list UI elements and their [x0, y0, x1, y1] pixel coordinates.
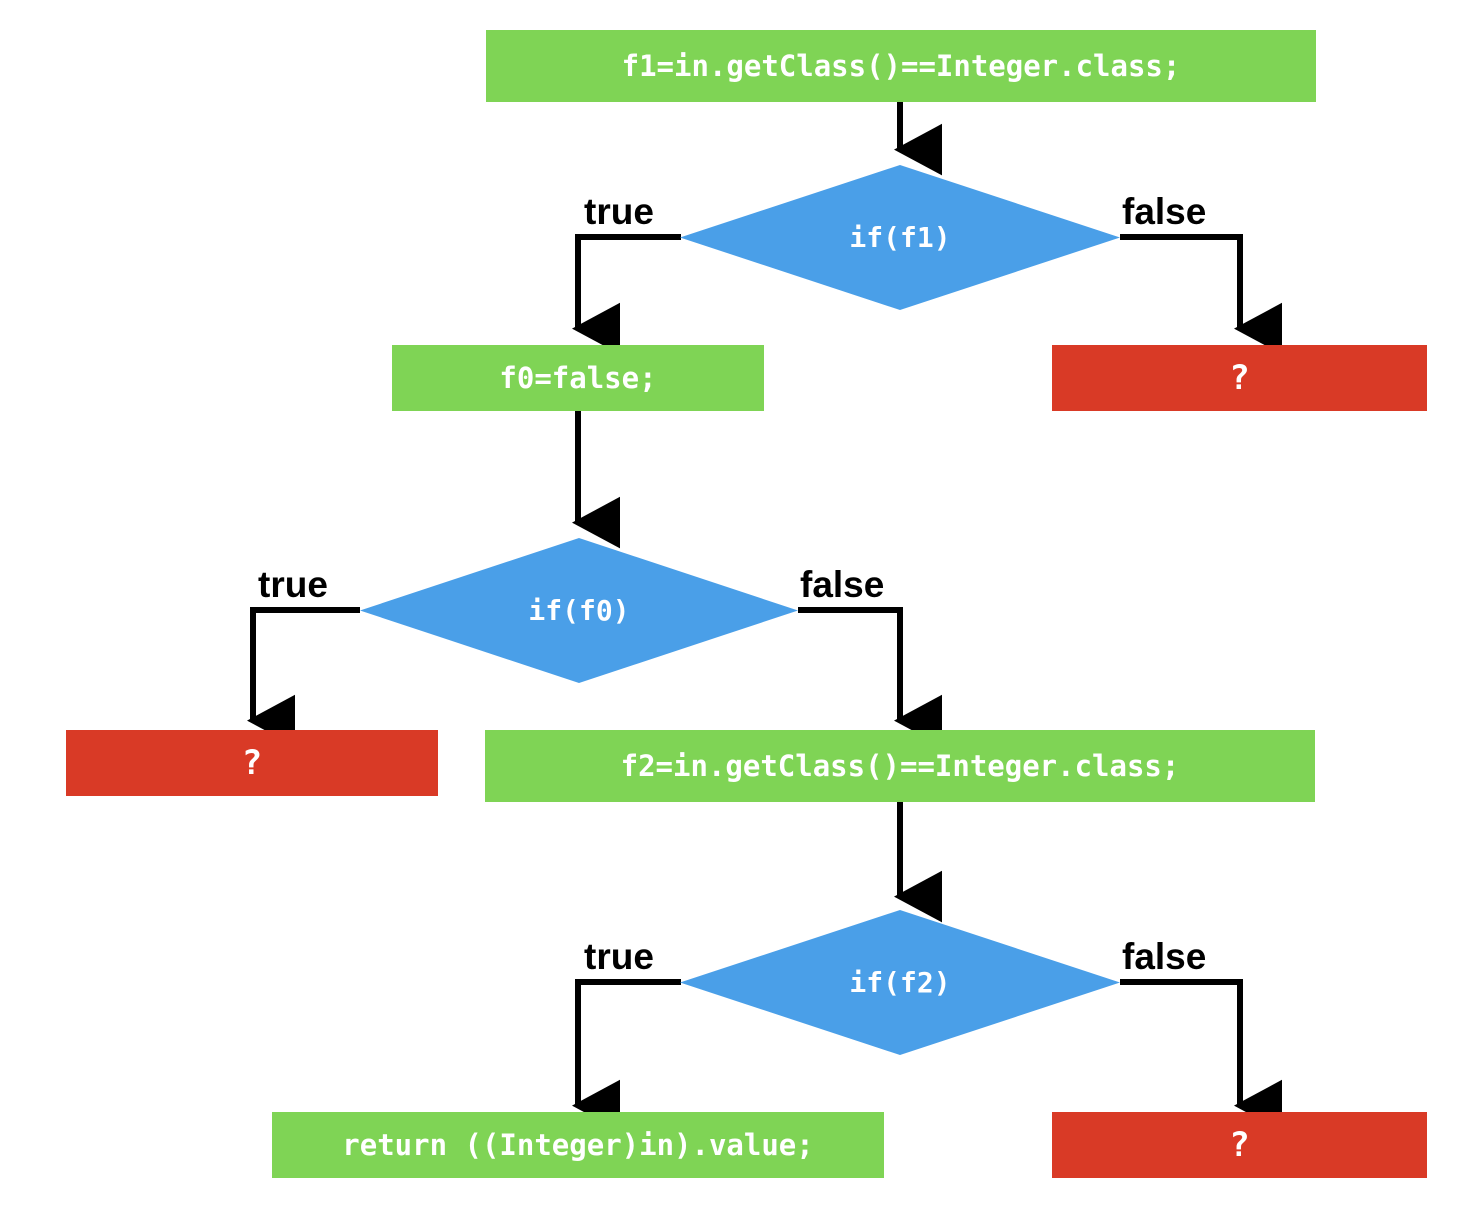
node-decision-if-f1[interactable]: if(f1): [680, 165, 1120, 310]
node-unknown-1[interactable]: ?: [1052, 345, 1427, 411]
node-label: f0=false;: [499, 361, 657, 395]
edge-label-if-f2-true: true: [584, 936, 654, 977]
diamond-shape-icon: [680, 165, 1120, 310]
node-statement-return[interactable]: return ((Integer)in).value;: [272, 1112, 884, 1178]
node-statement-f0-false[interactable]: f0=false;: [392, 345, 764, 411]
edge-label-if-f1-false: false: [1122, 191, 1207, 232]
edge-n5-n6-true: [246, 607, 360, 747]
node-label: return ((Integer)in).value;: [342, 1128, 814, 1162]
edge-n5-n7-false: [798, 607, 942, 747]
node-label: f2=in.getClass()==Integer.class;: [620, 749, 1180, 783]
edge-label-if-f2-false: false: [1122, 936, 1207, 977]
node-decision-if-f0[interactable]: if(f0): [360, 538, 798, 683]
node-statement-f1-assign[interactable]: f1=in.getClass()==Integer.class;: [486, 30, 1316, 102]
node-label: ?: [1229, 1125, 1250, 1165]
edge-label-if-f1-true: true: [584, 191, 654, 232]
edge-label-if-f0-false: false: [800, 564, 885, 605]
edge-n8-n9-true: [571, 979, 681, 1132]
diamond-shape-icon: [680, 910, 1120, 1055]
edge-n2-n3-true: [571, 234, 681, 355]
edge-n8-n10-false: [1120, 979, 1282, 1132]
edge-label-if-f0-true: true: [258, 564, 328, 605]
node-label: if(f2): [849, 966, 951, 999]
node-label: ?: [241, 743, 263, 783]
edge-n2-n4-false: [1120, 234, 1282, 355]
node-label: f1=in.getClass()==Integer.class;: [621, 49, 1181, 83]
diamond-shape-icon: [360, 538, 798, 683]
node-decision-if-f2[interactable]: if(f2): [680, 910, 1120, 1055]
node-label: if(f1): [849, 221, 951, 254]
node-unknown-3[interactable]: ?: [1052, 1112, 1427, 1178]
node-statement-f2-assign[interactable]: f2=in.getClass()==Integer.class;: [485, 730, 1315, 802]
node-unknown-2[interactable]: ?: [66, 730, 438, 796]
node-label: if(f0): [528, 594, 630, 627]
node-label: ?: [1229, 358, 1250, 398]
